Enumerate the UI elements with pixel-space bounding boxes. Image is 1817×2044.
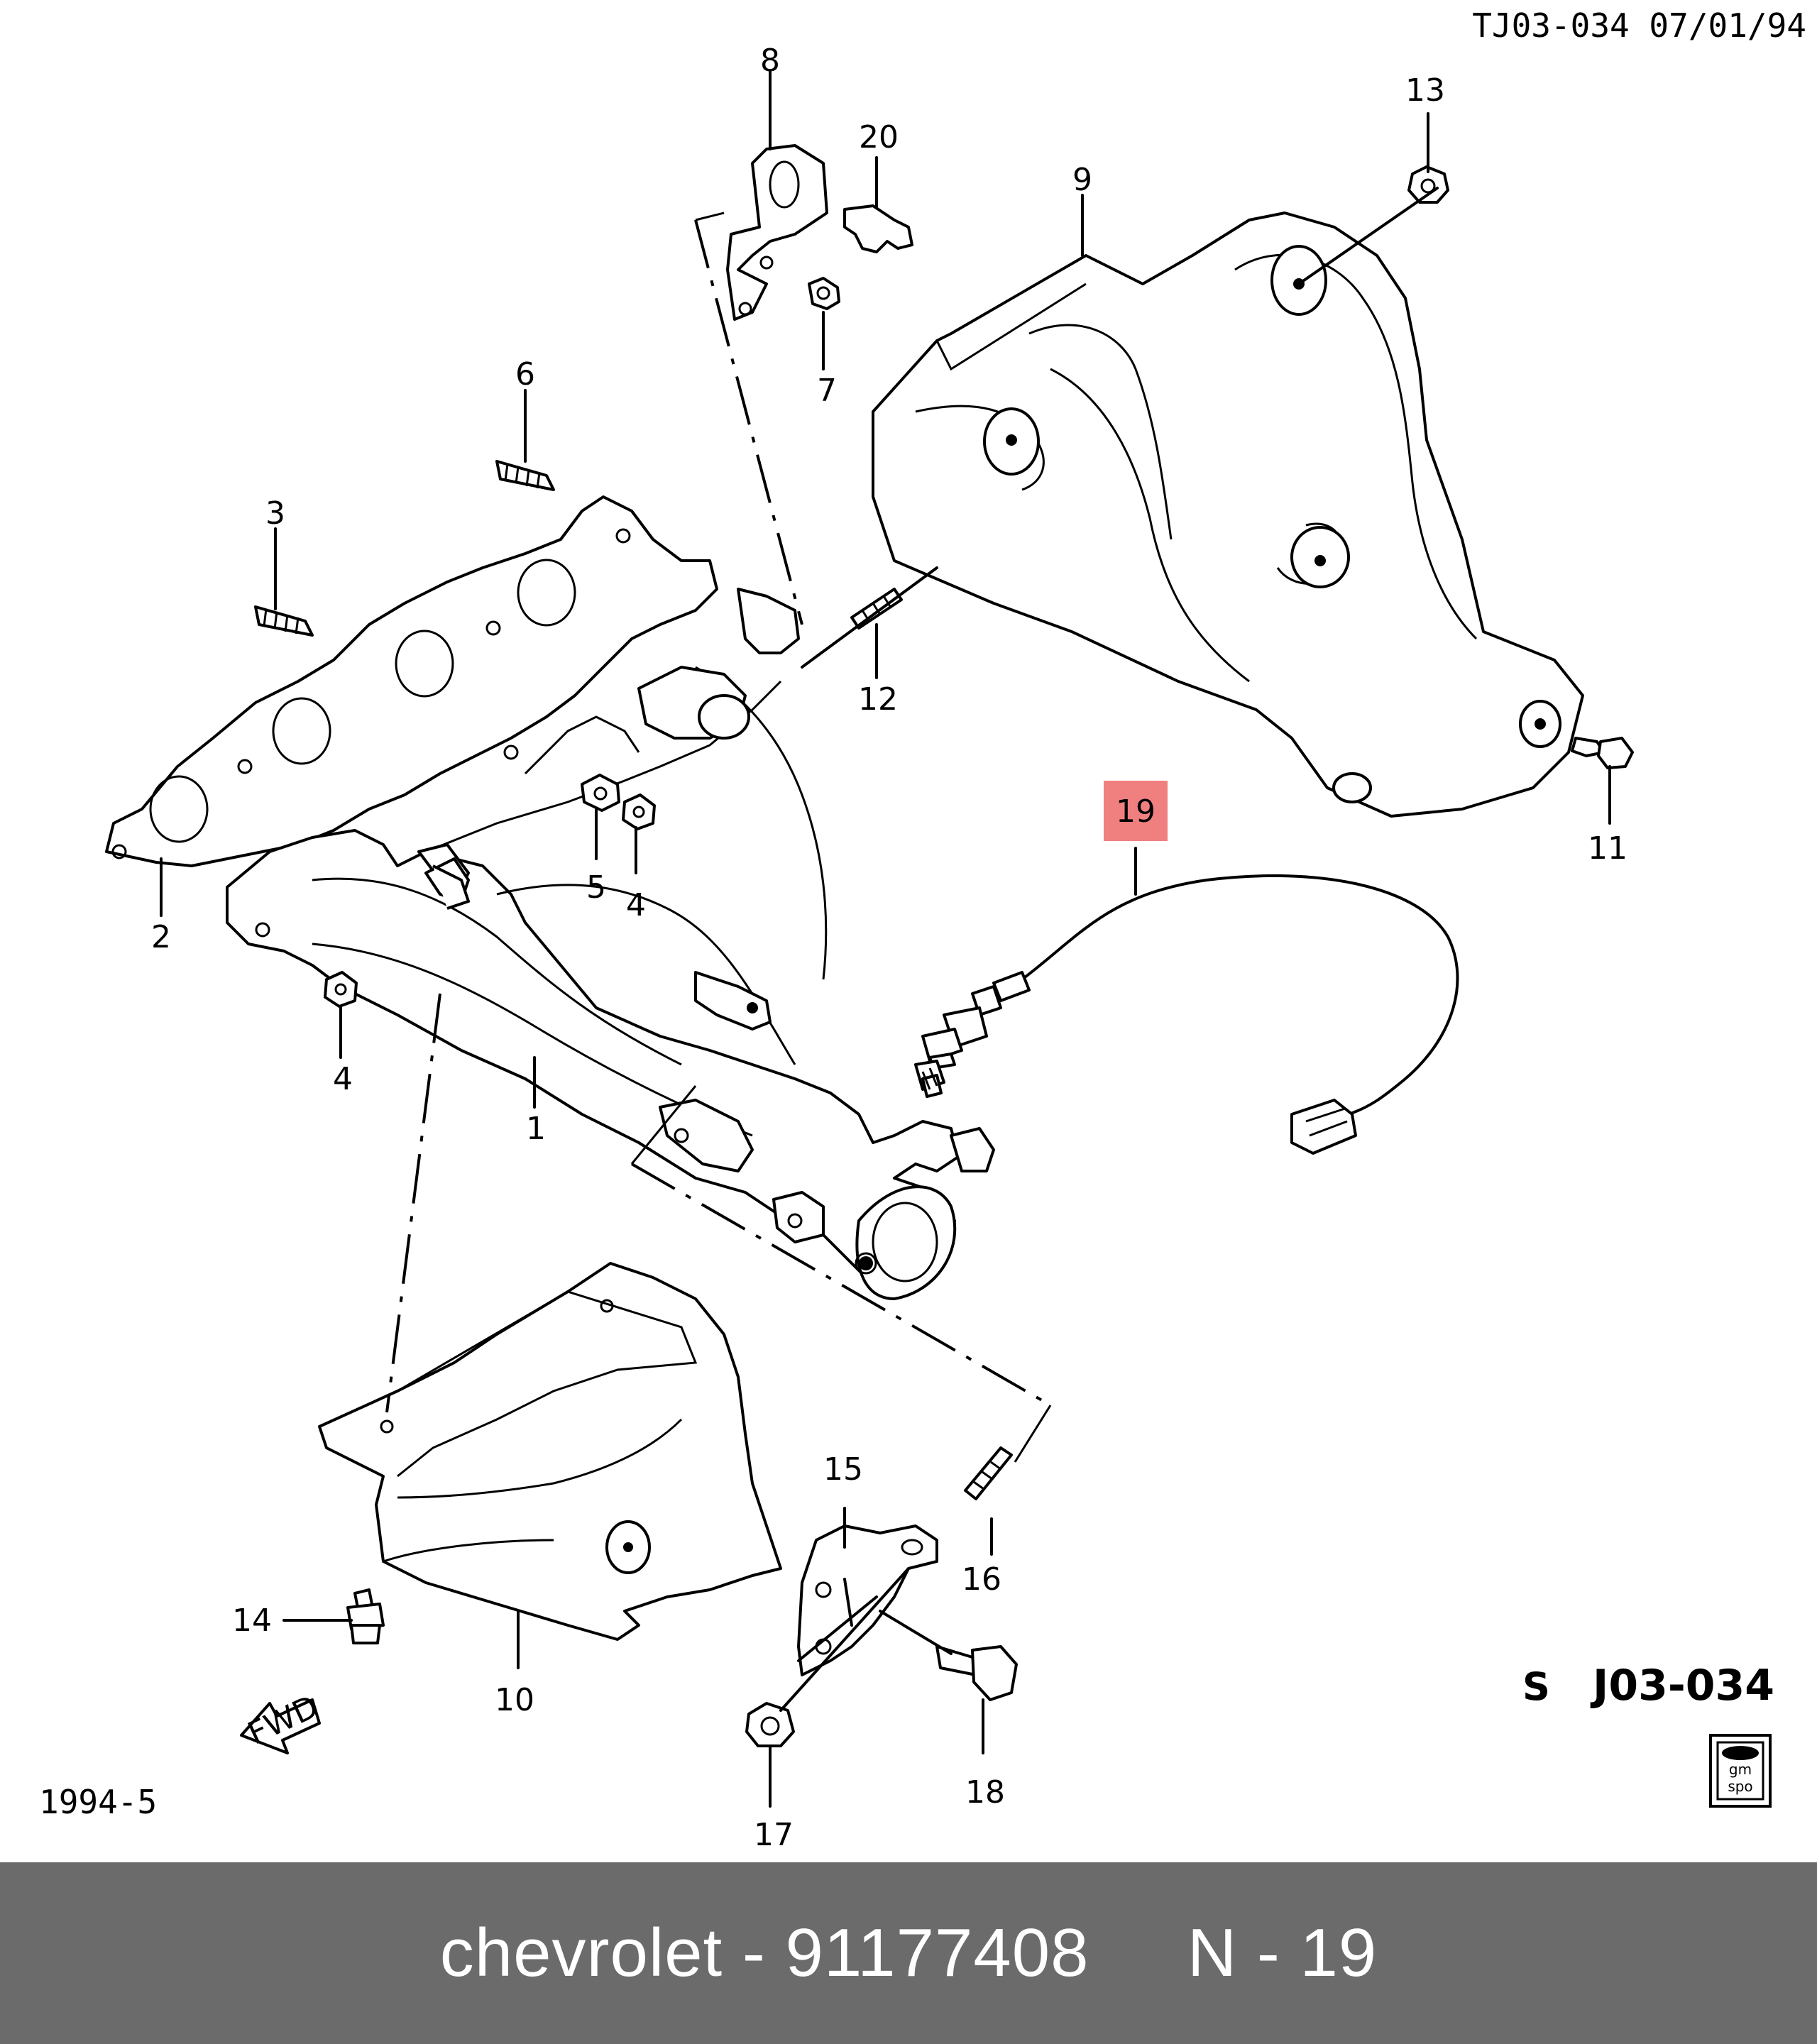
callout-18[interactable]: 18 — [965, 1774, 1005, 1811]
callout-6[interactable]: 6 — [515, 356, 535, 392]
callout-3[interactable]: 3 — [265, 495, 285, 532]
gm-spo-badge: gm spo — [1709, 1734, 1772, 1808]
callout-20[interactable]: 20 — [859, 119, 899, 155]
badge-bottom: spo — [1728, 1778, 1752, 1795]
callout-9[interactable]: 9 — [1072, 162, 1092, 198]
stud-6 — [495, 460, 555, 491]
callout-7[interactable]: 7 — [817, 373, 837, 409]
clip-20 — [843, 204, 913, 253]
header-code: TJ03-034 07/01/94 — [1472, 6, 1806, 45]
bolt-14 — [346, 1588, 385, 1644]
parts-diagram: TJ03-034 07/01/94 — [39, 6, 1806, 1853]
stud-16 — [964, 1446, 1013, 1500]
callout-4a[interactable]: 4 — [626, 887, 646, 923]
footer-text: chevrolet - 91177408 N - 19 — [439, 1915, 1378, 1991]
callout-17[interactable]: 17 — [754, 1817, 794, 1853]
badge-top: gm — [1729, 1761, 1752, 1778]
callout-8[interactable]: 8 — [760, 43, 780, 79]
exhaust-manifold-1 — [226, 588, 995, 1300]
upper-heat-shield — [872, 211, 1584, 818]
callout-labels: 1 2 3 4 4 5 6 7 8 9 10 11 12 13 14 15 16… — [151, 43, 1627, 1853]
stud-3 — [254, 605, 314, 637]
fwd-arrow: FWD — [240, 1688, 324, 1754]
footer-bar: chevrolet - 91177408 N - 19 — [0, 1862, 1817, 2044]
nut-13 — [1407, 165, 1449, 204]
callout-16[interactable]: 16 — [962, 1561, 1001, 1598]
callout-13[interactable]: 13 — [1405, 72, 1445, 109]
callout-11[interactable]: 11 — [1588, 830, 1627, 867]
callout-15[interactable]: 15 — [823, 1451, 863, 1488]
revision-label: 1994-5 — [39, 1783, 157, 1821]
nut-4-lower — [324, 971, 358, 1008]
callout-1[interactable]: 1 — [526, 1111, 546, 1147]
callout-19-highlight — [1104, 781, 1168, 841]
nut-5 — [581, 774, 620, 812]
nut-17 — [745, 1702, 795, 1747]
callout-14[interactable]: 14 — [232, 1603, 272, 1639]
diagram-code: S J03-034 — [1522, 1661, 1774, 1710]
gasket-2 — [105, 495, 718, 867]
diagram-code-text: J03-034 — [1590, 1661, 1774, 1710]
callout-19[interactable]: 19 — [1116, 793, 1155, 830]
leader-lines — [160, 70, 1611, 1808]
oxygen-sensor-19 — [914, 874, 1459, 1155]
callout-4b[interactable]: 4 — [333, 1061, 353, 1097]
diagram-code-prefix: S — [1522, 1664, 1550, 1709]
callout-2[interactable]: 2 — [151, 919, 171, 955]
nut-7 — [808, 277, 840, 310]
bracket-15 — [797, 1524, 938, 1676]
nut-4-upper — [622, 793, 656, 830]
bolt-11 — [1571, 737, 1634, 769]
callout-10[interactable]: 10 — [495, 1682, 534, 1718]
lower-heat-shield — [318, 1262, 782, 1641]
callout-12[interactable]: 12 — [858, 681, 898, 718]
bolt-18 — [935, 1645, 1018, 1701]
bracket-8 — [726, 144, 828, 321]
stud-12 — [850, 588, 903, 630]
callout-5[interactable]: 5 — [586, 869, 606, 906]
